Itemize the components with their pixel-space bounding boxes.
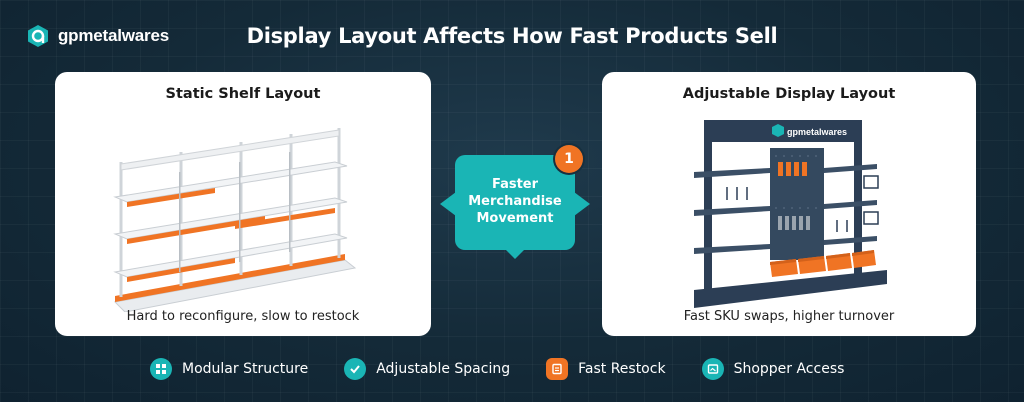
feature-label: Fast Restock <box>578 361 666 377</box>
static-layout-panel: Static Shelf Layout <box>55 72 431 336</box>
sign-logo-icon <box>772 124 784 137</box>
brand-logo: gpmetalwares <box>26 24 169 48</box>
feature-label: Adjustable Spacing <box>376 361 511 377</box>
panel-title-static: Static Shelf Layout <box>165 86 321 102</box>
adjustable-display-illustration: gpmetalwares <box>694 120 887 308</box>
shopper-icon <box>701 358 724 380</box>
feature-label: Shopper Access <box>733 361 845 377</box>
panel-caption-static: Hard to reconfigure, slow to restock <box>126 309 360 324</box>
callout-arrow-left-icon <box>440 192 456 216</box>
feature-modular: Modular Structure <box>150 358 308 380</box>
modular-icon <box>150 358 172 380</box>
clipboard-icon <box>546 358 569 380</box>
panel-caption-adjustable: Fast SKU swaps, higher turnover <box>683 309 895 324</box>
callout-pointer-icon <box>503 247 527 259</box>
callout-arrow-right-icon <box>574 192 590 216</box>
static-shelf-illustration <box>113 128 357 312</box>
feature-label: Modular Structure <box>182 361 309 377</box>
brand-name: gpmetalwares <box>58 26 169 45</box>
logo-mark-icon <box>28 25 48 47</box>
feature-restock: Fast Restock <box>546 358 666 380</box>
callout-bubble: Faster Merchandise Movement 1 <box>455 145 583 250</box>
check-icon <box>344 358 367 380</box>
adjustable-layout-panel: Adjustable Display Layout gpmetalwares <box>602 72 976 336</box>
feature-spacing: Adjustable Spacing <box>344 358 510 380</box>
page-title: Display Layout Affects How Fast Products… <box>246 24 778 48</box>
sign-text: gpmetalwares <box>787 127 847 137</box>
feature-shopper-access: Shopper Access <box>701 358 845 380</box>
feature-strip: Modular Structure Adjustable Spacing Fas… <box>150 358 844 380</box>
panel-title-adjustable: Adjustable Display Layout <box>682 86 896 102</box>
callout-text: Faster Merchandise Movement <box>455 155 575 250</box>
callout-badge: 1 <box>555 145 583 173</box>
